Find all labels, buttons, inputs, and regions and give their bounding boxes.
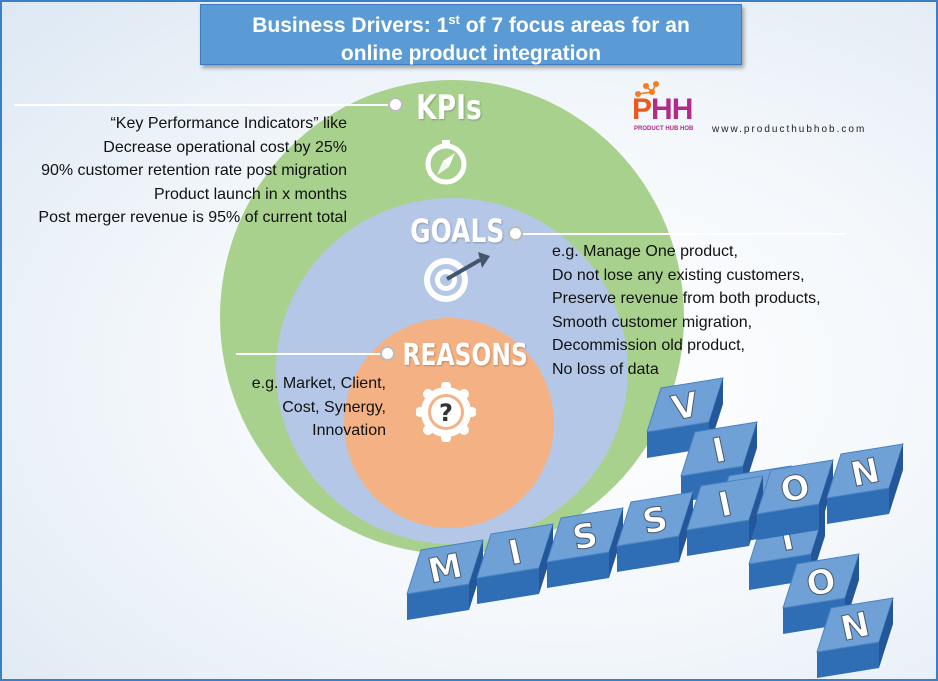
vision-tile: V	[646, 377, 724, 458]
goals-line: Smooth customer migration,	[552, 313, 753, 331]
goals-line: No loss of data	[552, 360, 659, 378]
title-line-2: online product integration	[340, 42, 602, 65]
title-line-1: Business Drivers: 1st of 7 focus areas f…	[252, 12, 690, 37]
kpi-label: KPIs	[416, 88, 482, 128]
kpi-line: Product launch in x months	[154, 185, 347, 203]
mission-tile: I	[686, 475, 764, 556]
mission-tile: N	[826, 443, 904, 524]
goals-line: Preserve revenue from both products,	[552, 290, 821, 307]
reasons-connector-line	[236, 353, 386, 355]
reasons-connector-dot	[380, 346, 395, 361]
goals-connector-dot	[508, 226, 523, 241]
kpi-line: 90% customer retention rate post migrati…	[41, 162, 347, 179]
goals-line: e.g. Manage One product,	[552, 243, 738, 260]
compass-icon	[425, 140, 467, 185]
title-banner: Business Drivers: 1st of 7 focus areas f…	[200, 4, 742, 65]
goals-connector-line	[516, 233, 846, 235]
reasons-line: Innovation	[312, 422, 386, 439]
vision-tile: N	[816, 597, 894, 678]
goals-line: Do not lose any existing customers,	[552, 266, 805, 284]
target-arrow-icon	[424, 252, 490, 302]
website-url: www.producthubhob.com	[712, 124, 867, 135]
mission-tile: M	[406, 539, 484, 620]
mission-tile: I	[476, 523, 554, 604]
goals-line: Decommission old product,	[552, 337, 745, 354]
product-hub-hob-logo: PHH PRODUCT HUB HOB	[632, 80, 712, 145]
reasons-description: e.g. Market, Client, Cost, Synergy, Inno…	[202, 372, 386, 443]
reasons-line: e.g. Market, Client,	[251, 375, 386, 392]
kpi-connector-dot	[388, 97, 403, 112]
kpi-line: Decrease operational cost by 25%	[103, 138, 347, 156]
tile-letter: O	[777, 466, 814, 511]
kpi-line: “Key Performance Indicators” like	[110, 115, 347, 132]
kpi-line: Post merger revenue is 95% of current to…	[38, 209, 347, 226]
mission-tile: O	[756, 459, 834, 540]
goals-label: GOALS	[410, 212, 505, 250]
goals-description: e.g. Manage One product, Do not lose any…	[552, 240, 821, 381]
reasons-line: Cost, Synergy,	[282, 398, 386, 416]
mission-tile: S	[546, 507, 624, 588]
logo-tagline: PRODUCT HUB HOB	[634, 126, 694, 132]
kpi-description: “Key Performance Indicators” like Decrea…	[12, 112, 347, 230]
kpi-connector-line	[14, 104, 394, 106]
svg-text:?: ?	[439, 399, 453, 427]
mission-tile: S	[616, 491, 694, 572]
vision-tile: I	[680, 421, 758, 502]
question-badge-icon: ?	[416, 382, 476, 442]
